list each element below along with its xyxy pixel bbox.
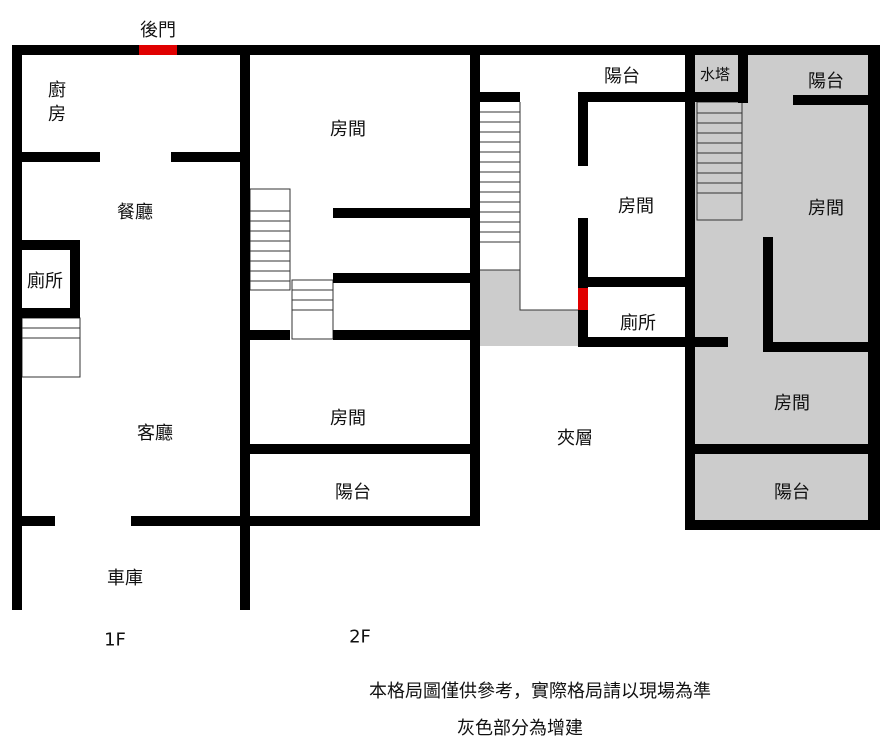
floor-1-label: 1F — [104, 629, 126, 651]
toilet-m-label: 廁所 — [620, 313, 656, 334]
stairs — [21, 101, 743, 378]
toilet-door — [578, 288, 588, 310]
room-ext-b-label: 房間 — [774, 393, 810, 414]
gray-area-note: 灰色部分為增建 — [457, 718, 583, 739]
garage-label: 車庫 — [107, 568, 143, 589]
room-2f-a-label: 房間 — [330, 119, 366, 140]
dining-label: 餐廳 — [117, 202, 153, 223]
walls — [12, 45, 880, 610]
room-m-label: 房間 — [618, 196, 654, 217]
balcony-m-label: 陽台 — [604, 66, 640, 87]
disclaimer-note: 本格局圖僅供參考，實際格局請以現場為準 — [369, 681, 711, 702]
room-ext-a-label: 房間 — [808, 198, 844, 219]
back-door — [139, 45, 177, 55]
mezzanine-label: 夾層 — [557, 428, 593, 449]
balcony-ext-top-label: 陽台 — [808, 71, 844, 92]
floor-2-label: 2F — [349, 626, 371, 648]
back-door-label: 後門 — [140, 20, 176, 41]
toilet-1f-label: 廁所 — [27, 271, 63, 292]
doors — [139, 45, 588, 310]
addition-areas — [480, 55, 868, 520]
balcony-ext-bottom-label: 陽台 — [774, 482, 810, 503]
kitchen-label: 廚房 — [45, 80, 66, 128]
room-2f-b-label: 房間 — [330, 408, 366, 429]
balcony-2f-label: 陽台 — [335, 482, 371, 503]
water-tower-label: 水塔 — [699, 65, 731, 84]
living-label: 客廳 — [137, 423, 173, 444]
